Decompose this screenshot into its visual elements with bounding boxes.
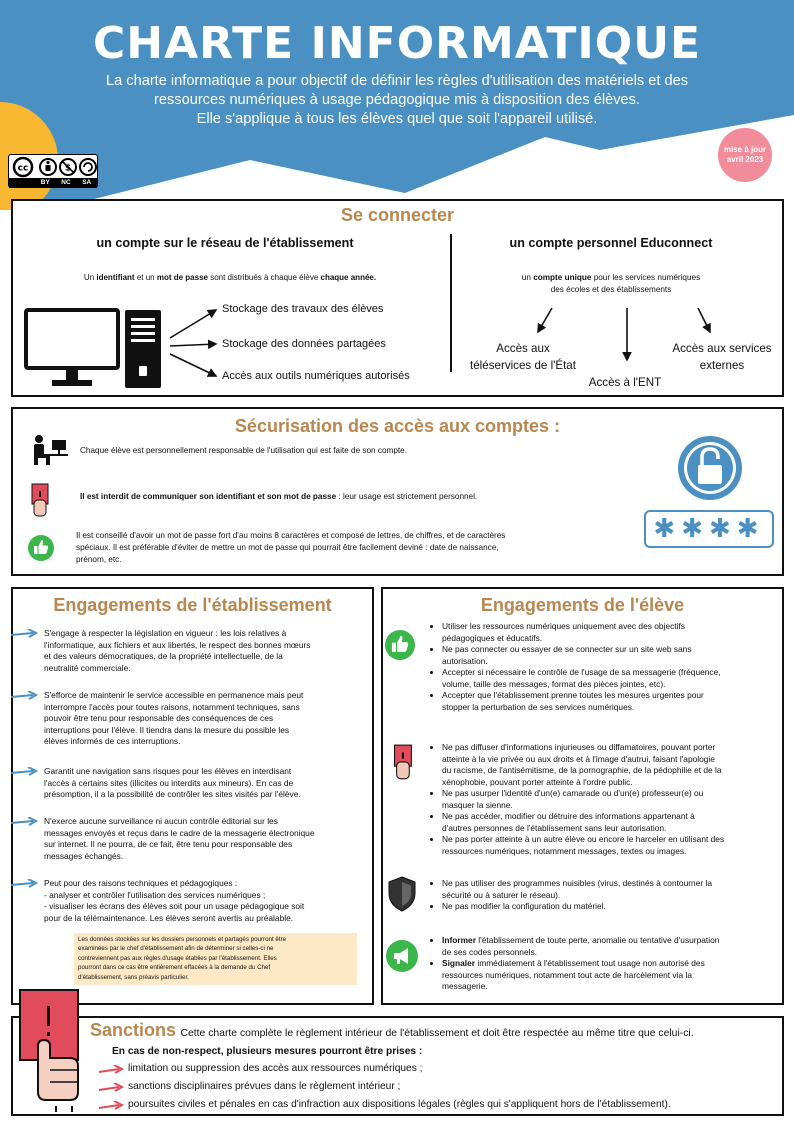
sanctions-intro: Cette charte complète le règlement intér… xyxy=(180,1028,694,1039)
school-commitment: Peut pour des raisons techniques et péda… xyxy=(44,878,305,923)
intro-text: La charte informatique a pour objectif d… xyxy=(106,73,688,127)
school-commitment: S'engage à respecter la législation en v… xyxy=(44,628,311,673)
educonnect-item-ent: Accès à l'ENT xyxy=(588,376,662,389)
arrow-icon xyxy=(10,817,38,826)
network-item: Stockage des données partagées xyxy=(222,338,386,350)
computer-icon xyxy=(24,308,161,388)
svg-text:$: $ xyxy=(65,164,71,174)
student-commitments-section xyxy=(381,587,784,1005)
red-card-icon xyxy=(394,744,412,780)
red-arrow-icon xyxy=(98,1065,124,1074)
network-account-text: Un identifiant et un mot de passe sont d… xyxy=(83,273,377,282)
school-commitments-title: Engagements de l'établissement xyxy=(53,595,332,615)
student-rules-forbidden: Ne pas diffuser d'informations injurieus… xyxy=(430,742,782,857)
student-commitments-title: Engagements de l'élève xyxy=(480,595,685,615)
padlock-icon xyxy=(678,436,742,500)
connect-divider xyxy=(450,234,452,372)
user-at-computer-icon xyxy=(34,435,68,465)
left-arrows xyxy=(169,309,218,377)
educonnect-text: un compte unique pour les services numér… xyxy=(521,273,701,294)
red-arrow-icon xyxy=(98,1101,124,1110)
thumbs-up-icon xyxy=(28,535,54,561)
connect-section xyxy=(11,199,784,397)
sanctions-title: Sanctions xyxy=(90,1020,177,1040)
student-rules-report: Informer l'établissement de toute perte,… xyxy=(430,935,782,993)
arrow-icon xyxy=(10,691,38,700)
sanctions-header: Sanctions Cette charte complète le règle… xyxy=(90,1020,784,1041)
red-arrow-icon xyxy=(98,1083,124,1092)
shield-icon xyxy=(388,876,416,912)
sanctions-subtitle: En cas de non-respect, plusieurs mesures… xyxy=(112,1046,423,1057)
arrow-icon xyxy=(10,629,38,638)
red-card-hand-icon xyxy=(19,989,79,1112)
arrow-icon xyxy=(10,767,38,776)
educonnect-title: un compte personnel Educonnect xyxy=(509,236,713,250)
sanction-item: poursuites civiles et pénales en cas d'i… xyxy=(128,1099,671,1110)
sanctions-section xyxy=(11,1016,784,1116)
svg-text:cc: cc xyxy=(18,164,29,174)
update-badge: mise à jour avril 2023 xyxy=(718,128,772,182)
right-arrows xyxy=(537,307,711,362)
security-advice: Il est conseillé d'avoir un mot de passe… xyxy=(76,531,506,564)
thumbs-up-icon xyxy=(385,630,415,660)
connect-title: Se connecter xyxy=(340,205,455,225)
security-responsibility: Chaque élève est personnellement respons… xyxy=(80,446,407,455)
student-rules-security: Ne pas utiliser des programmes nuisibles… xyxy=(430,878,782,913)
data-storage-note: Les données stockées sur les dossiers pe… xyxy=(74,933,357,985)
page-title: CHARTE INFORMATIQUE xyxy=(93,18,701,69)
student-rules-allowed: Utiliser les ressources numériques uniqu… xyxy=(430,621,782,713)
megaphone-icon xyxy=(386,940,418,972)
sanction-item: sanctions disciplinaires prévues dans le… xyxy=(128,1081,401,1092)
school-commitment: S'efforce de maintenir le service access… xyxy=(44,690,304,746)
network-item: Stockage des travaux des élèves xyxy=(222,303,384,315)
school-commitment: Garantit une navigation sans risques pou… xyxy=(44,766,301,799)
password-field-icon: ✱✱✱✱ xyxy=(644,510,774,548)
arrow-icon xyxy=(10,879,38,888)
network-account-title: un compte sur le réseau de l'établisseme… xyxy=(96,236,354,250)
red-card-icon xyxy=(31,483,49,517)
school-commitment: N'exerce aucune surveillance ni aucun co… xyxy=(44,816,315,861)
security-forbidden: Il est interdit de communiquer son ident… xyxy=(80,492,478,501)
network-item: Accès aux outils numériques autorisés xyxy=(222,370,410,382)
security-title: Sécurisation des accès aux comptes : xyxy=(234,416,561,436)
sanction-item: limitation ou suppression des accès aux … xyxy=(128,1063,423,1074)
